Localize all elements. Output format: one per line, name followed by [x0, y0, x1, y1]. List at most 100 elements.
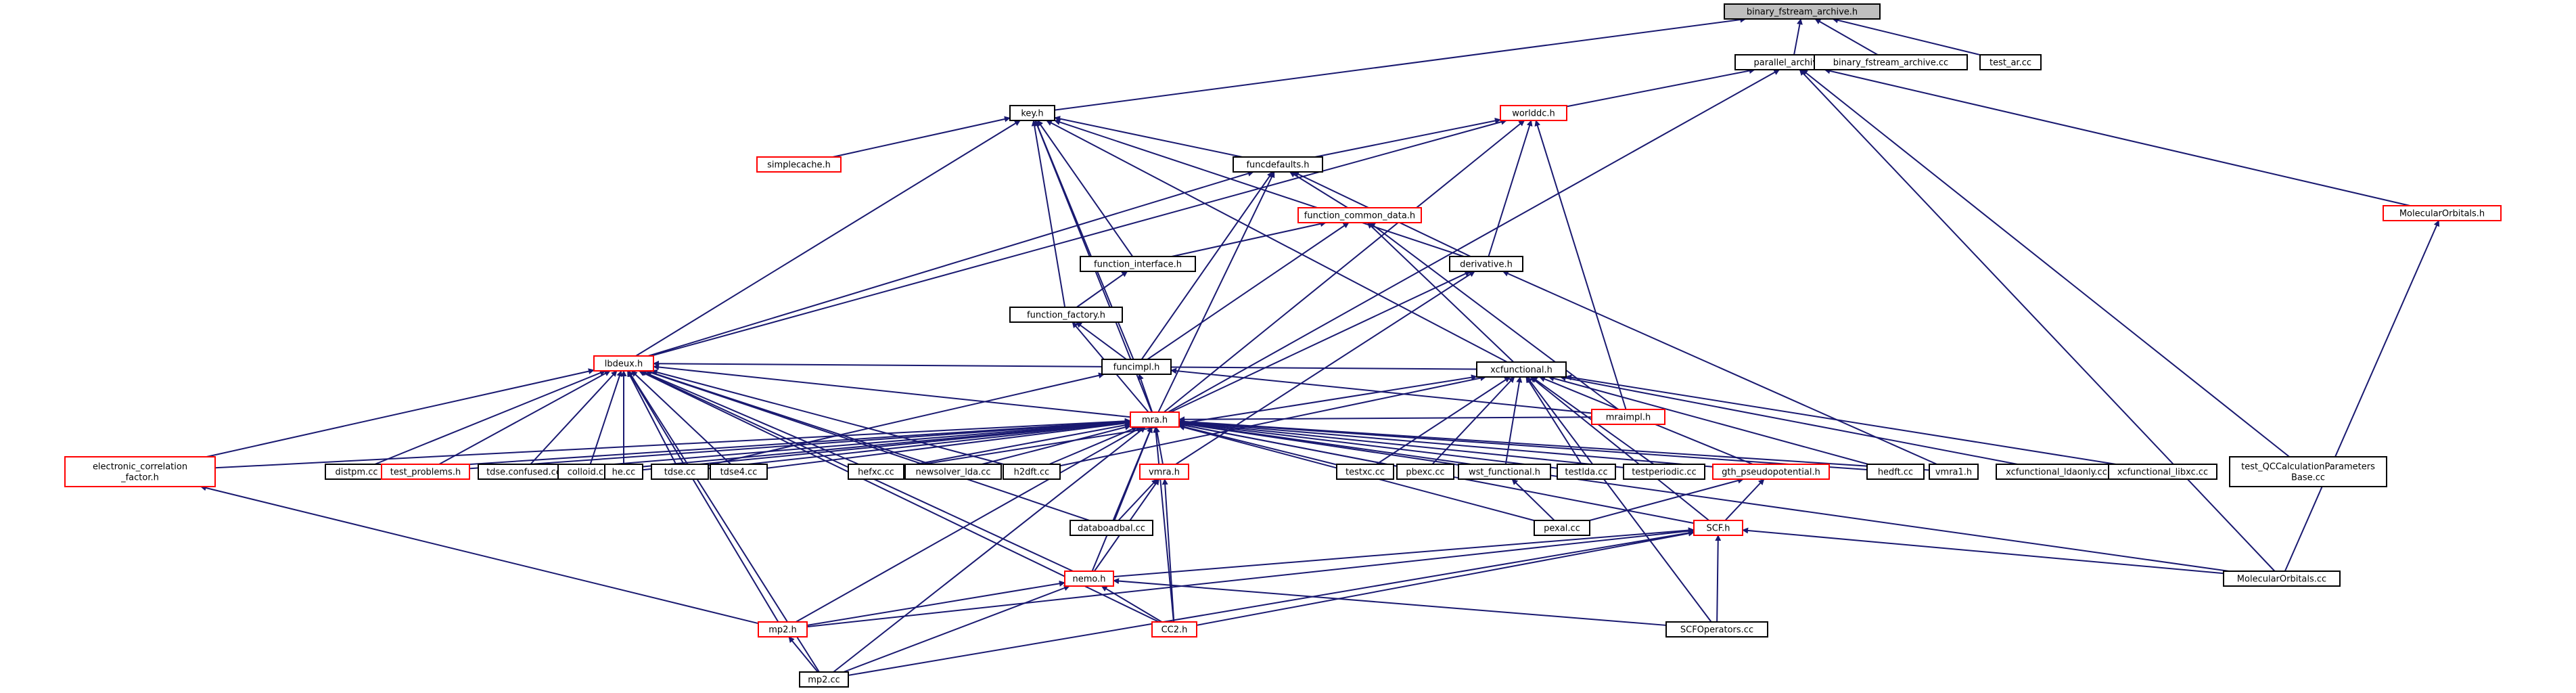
- node-mra-h[interactable]: mra.h: [1130, 411, 1180, 428]
- node-label: funcimpl.h: [1113, 363, 1160, 373]
- edge-cc2_h-to-scf_h: [1196, 530, 1695, 626]
- edge-parallel_archive_h-to-binary_fstream_archive_h: [1793, 18, 1803, 55]
- node-vmra1-h[interactable]: vmra1.h: [1929, 464, 1979, 480]
- node-h2dft-cc[interactable]: h2dft.cc: [1003, 464, 1061, 480]
- node-function-common-data-h[interactable]: function_common_data.h: [1297, 207, 1422, 223]
- node-distpm-cc[interactable]: distpm.cc: [325, 464, 388, 480]
- node-mp2-cc[interactable]: mp2.cc: [799, 671, 849, 688]
- edge-tdse4_cc-to-mra_h: [766, 420, 1131, 469]
- edge-scfoperators_cc-to-scf_h: [1715, 535, 1722, 623]
- node-scf-h[interactable]: SCF.h: [1693, 520, 1743, 536]
- node-box: [1101, 359, 1172, 375]
- node-label: testlda.cc: [1565, 468, 1607, 478]
- edge-worlddc_h-to-parallel_archive_h: [1566, 68, 1755, 108]
- node-wst-functional-h[interactable]: wst_functional.h: [1458, 464, 1551, 480]
- edge-molecularorbitals_cc-to-scf_h: [1742, 527, 2224, 575]
- node-funcimpl-h[interactable]: funcimpl.h: [1101, 359, 1172, 375]
- node-label: h2dft.cc: [1014, 468, 1050, 478]
- node-worlddc-h[interactable]: worlddc.h: [1500, 105, 1567, 121]
- node-tdse-confused-cc[interactable]: tdse.confused.cc: [478, 464, 570, 480]
- node-mp2-h[interactable]: mp2.h: [758, 621, 808, 638]
- edge-h2dft_cc-to-lbdeux_h: [651, 369, 1004, 465]
- node-label: parallel_archive.h: [1754, 58, 1832, 68]
- edge-function_interface_h-to-key_h: [1036, 120, 1134, 257]
- node-he-cc[interactable]: he.cc: [604, 464, 643, 480]
- node-nemo-h[interactable]: nemo.h: [1064, 571, 1114, 587]
- node-label: binary_fstream_archive.cc: [1833, 58, 1948, 68]
- node-testperiodic-cc[interactable]: testperiodic.cc: [1623, 464, 1705, 480]
- node-box: [904, 464, 1002, 480]
- edge-tdse_cc-to-mra_h: [708, 420, 1131, 470]
- node-simplecache-h[interactable]: simplecache.h: [756, 156, 842, 173]
- edge-tdse_cc-to-funcimpl_h: [708, 372, 1105, 466]
- node-tdse4-cc[interactable]: tdse4.cc: [710, 464, 768, 480]
- node-funcdefaults-h[interactable]: funcdefaults.h: [1233, 156, 1323, 173]
- edge-xcf_ldaonly_cc-to-xcfunctional_h: [1559, 375, 2018, 465]
- node-function-factory-h[interactable]: function_factory.h: [1009, 307, 1123, 323]
- node-key-h[interactable]: key.h: [1009, 105, 1055, 121]
- edge-scfoperators_cc-to-nemo_h: [1113, 578, 1667, 626]
- node-hedft-cc[interactable]: hedft.cc: [1866, 464, 1925, 480]
- edge-pbexc_cc-to-xcfunctional_h: [1431, 376, 1515, 465]
- node-label: colloid.cc: [568, 468, 609, 478]
- node-box: [1064, 571, 1114, 587]
- node-ecf-h[interactable]: electronic_correlation_factor.h: [64, 456, 216, 487]
- node-molecularorbitals-h[interactable]: MolecularOrbitals.h: [2383, 205, 2502, 221]
- node-label: wst_functional.h: [1469, 468, 1540, 478]
- node-colloid-cc[interactable]: colloid.cc: [557, 464, 618, 480]
- node-box: [1009, 105, 1055, 121]
- node-testlda-cc[interactable]: testlda.cc: [1557, 464, 1616, 480]
- edge-testxc_cc-to-xcfunctional_h: [1376, 376, 1511, 465]
- node-lbdeux-h[interactable]: lbdeux.h: [593, 355, 654, 372]
- node-testxc-cc[interactable]: testxc.cc: [1336, 464, 1394, 480]
- node-binary-fstream-archive-h[interactable]: binary_fstream_archive.h: [1724, 3, 1881, 20]
- node-xcf-libxc-cc[interactable]: xcfunctional_libxc.cc: [2108, 464, 2217, 480]
- node-label: mraimpl.h: [1606, 413, 1651, 423]
- node-test-problems-h[interactable]: test_problems.h: [381, 464, 470, 480]
- edge-molecularorbitals_cc-to-mra_h: [1178, 420, 2230, 572]
- node-label: xcfunctional.h: [1490, 365, 1552, 376]
- node-newsolver-lda-cc[interactable]: newsolver_lda.cc: [904, 464, 1002, 480]
- node-box: [1233, 156, 1323, 173]
- node-molecularorbitals-cc[interactable]: MolecularOrbitals.cc: [2223, 571, 2341, 587]
- node-binary-fstream-archive-cc[interactable]: binary_fstream_archive.cc: [1814, 54, 1968, 70]
- edge-testlda_cc-to-mra_h: [1178, 420, 1558, 469]
- node-tdse-cc[interactable]: tdse.cc: [651, 464, 709, 480]
- node-box: [1979, 54, 2042, 70]
- node-box: [1080, 256, 1196, 272]
- node-pexal-cc[interactable]: pexal.cc: [1534, 520, 1590, 536]
- node-scfoperators-cc[interactable]: SCFOperators.cc: [1665, 621, 1768, 638]
- node-box: [381, 464, 470, 480]
- edge-mp2_cc-to-mp2_h: [788, 636, 819, 673]
- node-label: mra.h: [1142, 416, 1168, 426]
- node-xcf-ldaonly-cc[interactable]: xcfunctional_ldaonly.cc: [1996, 464, 2117, 480]
- node-label: test_ar.cc: [1990, 58, 2031, 68]
- node-hefxc-cc[interactable]: hefxc.cc: [848, 464, 904, 480]
- node-box: [799, 671, 849, 688]
- edge-mraimpl_h-to-worlddc_h: [1534, 120, 1627, 410]
- edge-mp2_h-to-scf_h: [806, 528, 1695, 628]
- node-vmra-h[interactable]: vmra.h: [1139, 464, 1189, 480]
- edge-mra_h-to-funcimpl_h: [1138, 374, 1153, 413]
- node-label: nemo.h: [1073, 575, 1106, 585]
- edge-test_problems_h-to-mra_h: [469, 418, 1131, 470]
- node-test-ar-cc[interactable]: test_ar.cc: [1979, 54, 2042, 70]
- node-mraimpl-h[interactable]: mraimpl.h: [1591, 409, 1665, 425]
- edge-lbdeux_h-to-key_h: [635, 120, 1021, 357]
- node-cc2-h[interactable]: CC2.h: [1151, 621, 1197, 638]
- edge-ecf_h-to-mra_h: [214, 418, 1131, 469]
- edge-mp2_cc-to-nemo_h: [843, 585, 1070, 673]
- node-gth-pseudopotential-h[interactable]: gth_pseudopotential.h: [1712, 464, 1830, 480]
- edge-hedft_cc-to-mra_h: [1178, 418, 1868, 471]
- node-label: tdse.confused.cc: [486, 468, 561, 478]
- node-box: [1929, 464, 1979, 480]
- node-derivative-h[interactable]: derivative.h: [1449, 256, 1523, 272]
- node-pbexc-cc[interactable]: pbexc.cc: [1396, 464, 1454, 480]
- node-label: xcfunctional_ldaonly.cc: [2006, 468, 2107, 478]
- node-xcfunctional-h[interactable]: xcfunctional.h: [1476, 361, 1567, 378]
- edge-h2dft_cc-to-xcfunctional_h: [1059, 375, 1487, 467]
- node-function-interface-h[interactable]: function_interface.h: [1080, 256, 1196, 272]
- node-databoadbal-cc[interactable]: databoadbal.cc: [1070, 520, 1153, 536]
- node-label: function_interface.h: [1094, 260, 1182, 270]
